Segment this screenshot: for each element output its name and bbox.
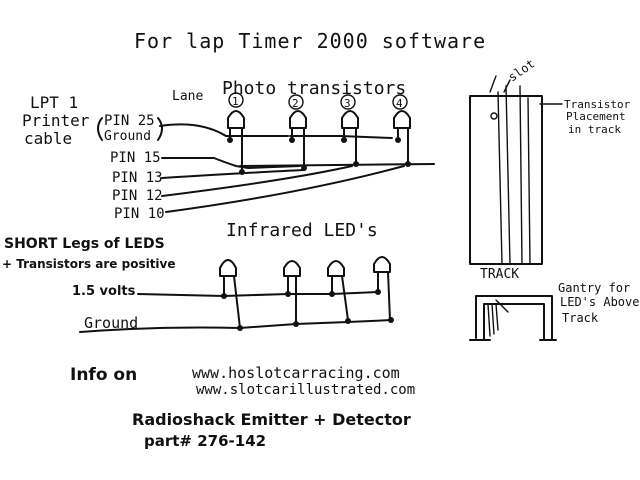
gantry-note-3: Track <box>562 311 599 325</box>
photo-transistor-3 <box>341 110 359 129</box>
info-url-1: www.hoslotcarracing.com <box>192 364 400 382</box>
lane-4-number: 4 <box>396 97 403 110</box>
ir-led-1 <box>219 259 237 277</box>
pin10-label: PIN 10 <box>114 206 165 222</box>
printer-label: Printer <box>22 111 90 130</box>
transistor-note-3: in track <box>568 123 621 136</box>
polarity-note-line2: + Transistors are positive <box>2 257 176 271</box>
infrared-leds <box>219 256 391 277</box>
part-line-1: Radioshack Emitter + Detector <box>132 410 411 429</box>
gantry-note-1: Gantry for <box>558 281 630 295</box>
photo-transistor-4 <box>393 110 411 129</box>
lane-3-number: 3 <box>344 97 351 110</box>
lane-2-number: 2 <box>292 97 299 110</box>
ir-led-2 <box>283 260 301 277</box>
info-prefix: Info on <box>70 365 137 385</box>
lane-label: Lane <box>172 89 203 104</box>
photo-transistors-heading: Photo transistors <box>222 78 406 99</box>
pin13-label: PIN 13 <box>112 170 163 186</box>
pin12-label: PIN 12 <box>112 188 163 204</box>
lpt-label: LPT 1 <box>30 93 78 112</box>
page-title: For lap Timer 2000 software <box>134 29 486 53</box>
pin15-label: PIN 15 <box>110 150 161 166</box>
gantry-note-2: LED's Above <box>560 295 639 309</box>
ir-led-3 <box>327 260 345 277</box>
transistor-note-1: Transistor <box>564 98 631 111</box>
lpt-cable-labels: LPT 1 Printer cable PIN 25 Ground PIN 15… <box>22 93 165 222</box>
photo-transistors <box>227 110 411 129</box>
lane-1-number: 1 <box>232 95 239 108</box>
photo-transistor-1 <box>227 110 245 129</box>
lane-numbers: 1 2 3 4 <box>228 92 408 110</box>
photo-transistor-2 <box>289 110 307 129</box>
ground-pin-label: Ground <box>104 129 151 144</box>
pin25-label: PIN 25 <box>104 113 155 129</box>
transistor-note-2: Placement <box>566 110 626 123</box>
info-url-2: www.slotcarillustrated.com <box>196 382 415 398</box>
polarity-note-line1: SHORT Legs of LEDS <box>4 236 165 252</box>
transistor-hole-icon <box>490 112 498 120</box>
cable-label: cable <box>24 129 72 148</box>
track-outline <box>469 95 543 265</box>
ground-label: Ground <box>84 314 138 332</box>
track-sketch: slot Transistor Placement in track TRACK <box>469 56 631 282</box>
volts-label: 1.5 volts <box>72 284 136 299</box>
ir-led-4 <box>373 256 391 273</box>
track-label: TRACK <box>480 267 519 282</box>
gantry-sketch: Gantry for LED's Above Track <box>469 281 639 341</box>
part-line-2: part# 276-142 <box>144 432 266 450</box>
infrared-leds-heading: Infrared LED's <box>226 220 378 241</box>
